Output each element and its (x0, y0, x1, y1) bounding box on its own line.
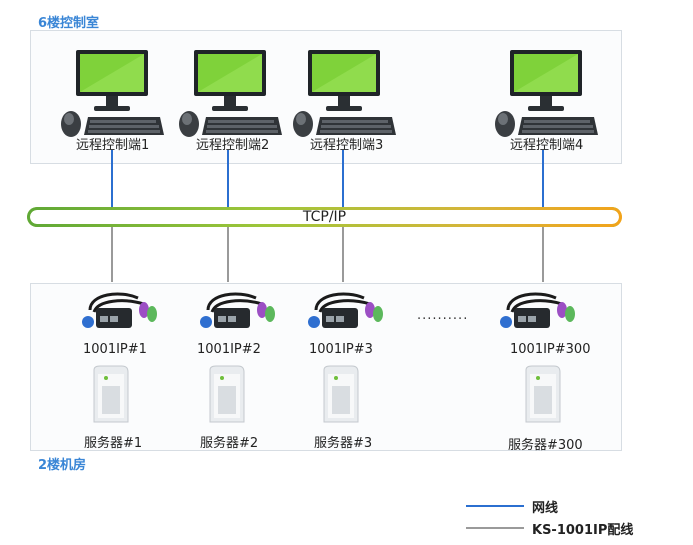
kvm-ip-label: 1001IP#300 (510, 342, 591, 357)
tcp-ip-label: TCP/IP (302, 209, 347, 225)
monitor-icon (194, 50, 266, 111)
remote-terminal-3: 远程控制端3 (276, 38, 396, 153)
kvm-ip-label: 1001IP#1 (83, 342, 147, 357)
ks-link-2 (227, 227, 229, 282)
kvm-ip-label: 1001IP#3 (309, 342, 373, 357)
legend-network-line-label: 网线 (532, 501, 559, 516)
server-room-label: 2楼机房 (38, 458, 87, 473)
mouse-icon (61, 111, 81, 137)
remote-terminal-2: 远程控制端2 (162, 38, 282, 153)
monitor-icon (510, 50, 582, 111)
kvm-ip-unit-icon (200, 292, 275, 328)
server-icon (323, 365, 359, 423)
server-icon (93, 365, 129, 423)
network-link-1 (111, 150, 113, 208)
keyboard-icon (202, 117, 282, 135)
mouse-icon (179, 111, 199, 137)
ks-link-3 (342, 227, 344, 282)
server-label: 服务器#300 (508, 438, 583, 453)
ellipsis: ·········· (417, 312, 469, 327)
keyboard-icon (84, 117, 164, 135)
remote-terminal-label: 远程控制端4 (510, 138, 584, 153)
ks-link-4 (542, 227, 544, 282)
server-label: 服务器#1 (84, 436, 143, 451)
network-link-3 (342, 150, 344, 208)
remote-terminal-label: 远程控制端3 (310, 138, 384, 153)
server-label: 服务器#2 (200, 436, 259, 451)
network-link-2 (227, 150, 229, 208)
keyboard-icon (316, 117, 396, 135)
server-label: 服务器#3 (314, 436, 373, 451)
kvm-ip-unit-icon (500, 292, 575, 328)
remote-terminal-4: 远程控制端4 (478, 38, 598, 153)
remote-terminal-1: 远程控制端1 (44, 38, 164, 153)
monitor-icon (76, 50, 148, 111)
legend-network-line-swatch (466, 505, 524, 507)
server-icon (209, 365, 245, 423)
remote-terminal-label: 远程控制端1 (76, 138, 150, 153)
network-link-4 (542, 150, 544, 208)
kvm-ip-unit-icon (82, 292, 157, 328)
legend-ks-cable-label: KS-1001IP配线 (532, 523, 634, 538)
kvm-ip-unit-icon (308, 292, 383, 328)
legend-ks-cable-swatch (466, 527, 524, 529)
mouse-icon (293, 111, 313, 137)
ks-link-1 (111, 227, 113, 282)
keyboard-icon (518, 117, 598, 135)
monitor-icon (308, 50, 380, 111)
kvm-ip-label: 1001IP#2 (197, 342, 261, 357)
control-room-label: 6楼控制室 (38, 16, 100, 31)
server-icon (525, 365, 561, 423)
remote-terminal-label: 远程控制端2 (196, 138, 270, 153)
tcp-ip-bus: TCP/IP (27, 207, 622, 227)
mouse-icon (495, 111, 515, 137)
